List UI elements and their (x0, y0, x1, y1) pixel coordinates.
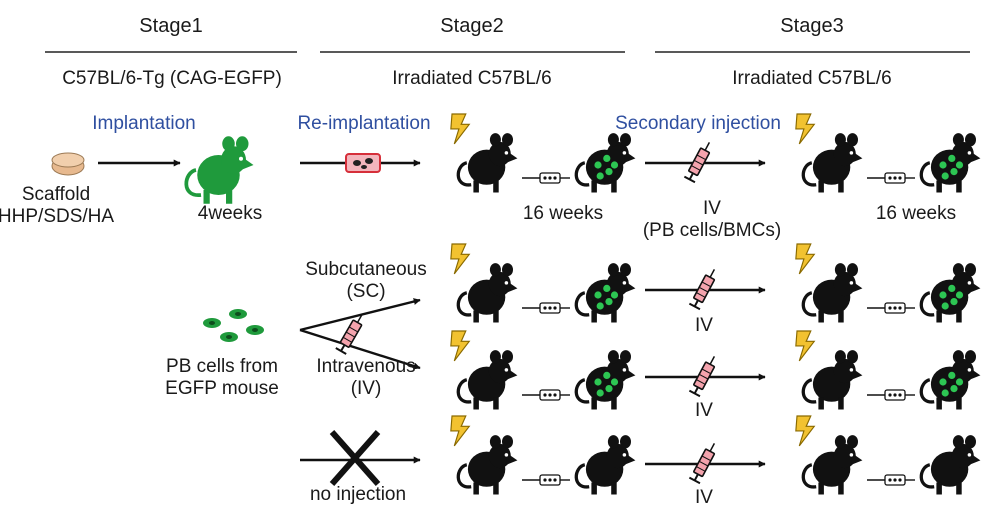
gfp-dot (948, 371, 956, 379)
lightning-bolt-icon (450, 415, 470, 447)
gfp-dot (941, 172, 949, 180)
connector-icon (866, 474, 916, 486)
mouse-icon (919, 348, 983, 412)
lightning-bolt-icon (795, 243, 815, 275)
gfp-dot (950, 298, 958, 306)
gfp-dot (939, 291, 947, 299)
connector-icon (866, 302, 916, 314)
syringe-icon (688, 265, 721, 311)
stage2-header: Stage2 (440, 15, 504, 37)
iv-label: IV (695, 315, 713, 336)
gfp-dot (955, 291, 964, 299)
lightning-bolt-icon (795, 113, 815, 145)
mouse-icon (919, 433, 983, 497)
iv-label: IV (695, 400, 713, 421)
gfp-dot (941, 302, 949, 310)
mouse-icon (456, 348, 520, 412)
intravenous-label: Intravenous (IV) (316, 356, 416, 400)
intravenous-arrow (299, 328, 421, 370)
implantation-label: Implantation (92, 113, 196, 134)
no-injection-label: no injection (309, 484, 407, 505)
connector-icon (866, 389, 916, 401)
gfp-dot (603, 284, 611, 292)
gfp-dot (594, 291, 602, 299)
syringe-icon (688, 439, 721, 485)
mouse-icon (919, 261, 983, 325)
gfp-dot (941, 389, 949, 397)
connector-icon (521, 389, 571, 401)
mouse-pairs (450, 113, 983, 497)
sixteen-weeks-label: 16 weeks (875, 203, 957, 224)
mouse-icon (801, 131, 865, 195)
mouse-icon (574, 261, 638, 325)
gfp-dot (955, 378, 964, 386)
mouse-icon (456, 131, 520, 195)
mouse-icon (919, 131, 983, 195)
mouse-icon (801, 433, 865, 497)
lightning-bolt-icon (450, 113, 470, 145)
gfp-dot (594, 161, 602, 169)
scaffold-red-icon (345, 153, 381, 173)
gfp-dot (950, 168, 958, 176)
stage1-header: Stage1 (139, 15, 203, 37)
mouse-icon (574, 433, 638, 497)
syringe-icon (688, 352, 721, 398)
stage2-strain: Irradiated C57BL/6 (392, 68, 552, 89)
mouse-icon (456, 261, 520, 325)
gfp-dot (605, 298, 613, 306)
gfp-dot (596, 389, 604, 397)
four-weeks-label: 4weeks (197, 203, 263, 224)
gfp-dot (610, 378, 619, 386)
lightning-bolt-icon (795, 330, 815, 362)
lightning-bolt-icon (450, 330, 470, 362)
gfp-dot (939, 161, 947, 169)
gfp-dot (948, 154, 956, 162)
gfp-dot (596, 302, 604, 310)
connector-icon (521, 172, 571, 184)
gfp-dot (610, 291, 619, 299)
cross-icon (329, 430, 381, 486)
iv-label: IV (695, 487, 713, 508)
secondary-injection-label: Secondary injection (615, 113, 781, 134)
reimplantation-label: Re-implantation (297, 113, 431, 134)
syringe-icon (683, 138, 716, 184)
mouse-icon (184, 134, 256, 206)
gfp-dot (603, 371, 611, 379)
subcutaneous-label: Subcutaneous (SC) (305, 259, 427, 303)
connector-icon (866, 172, 916, 184)
gfp-dot (948, 284, 956, 292)
gfp-dot (939, 378, 947, 386)
subcutaneous-arrow (299, 298, 421, 332)
gfp-dot (594, 378, 602, 386)
connector-icon (521, 302, 571, 314)
mouse-icon (801, 261, 865, 325)
sixteen-weeks-label: 16 weeks (522, 203, 604, 224)
scaffold-label: Scaffold HHP/SDS/HA (0, 184, 115, 228)
gfp-dot (605, 168, 613, 176)
iv-top-label: IV (PB cells/BMCs) (642, 198, 782, 242)
mouse-icon (574, 131, 638, 195)
gfp-dot (955, 161, 964, 169)
mouse-icon (456, 433, 520, 497)
gfp-dot (605, 385, 613, 393)
gfp-dot (596, 172, 604, 180)
connector-icon (521, 474, 571, 486)
gfp-dot (950, 385, 958, 393)
lightning-bolt-icon (795, 415, 815, 447)
stage3-strain: Irradiated C57BL/6 (732, 68, 892, 89)
lightning-bolt-icon (450, 243, 470, 275)
cell-cluster-icon (203, 309, 264, 342)
stage3-header: Stage3 (780, 15, 844, 37)
scaffold-disc-icon (51, 152, 85, 176)
gfp-dot (610, 161, 619, 169)
mouse-icon (801, 348, 865, 412)
pb-cells-label: PB cells from EGFP mouse (165, 356, 279, 400)
mouse-icon (574, 348, 638, 412)
gfp-dot (603, 154, 611, 162)
stage1-strain: C57BL/6-Tg (CAG-EGFP) (62, 68, 282, 89)
